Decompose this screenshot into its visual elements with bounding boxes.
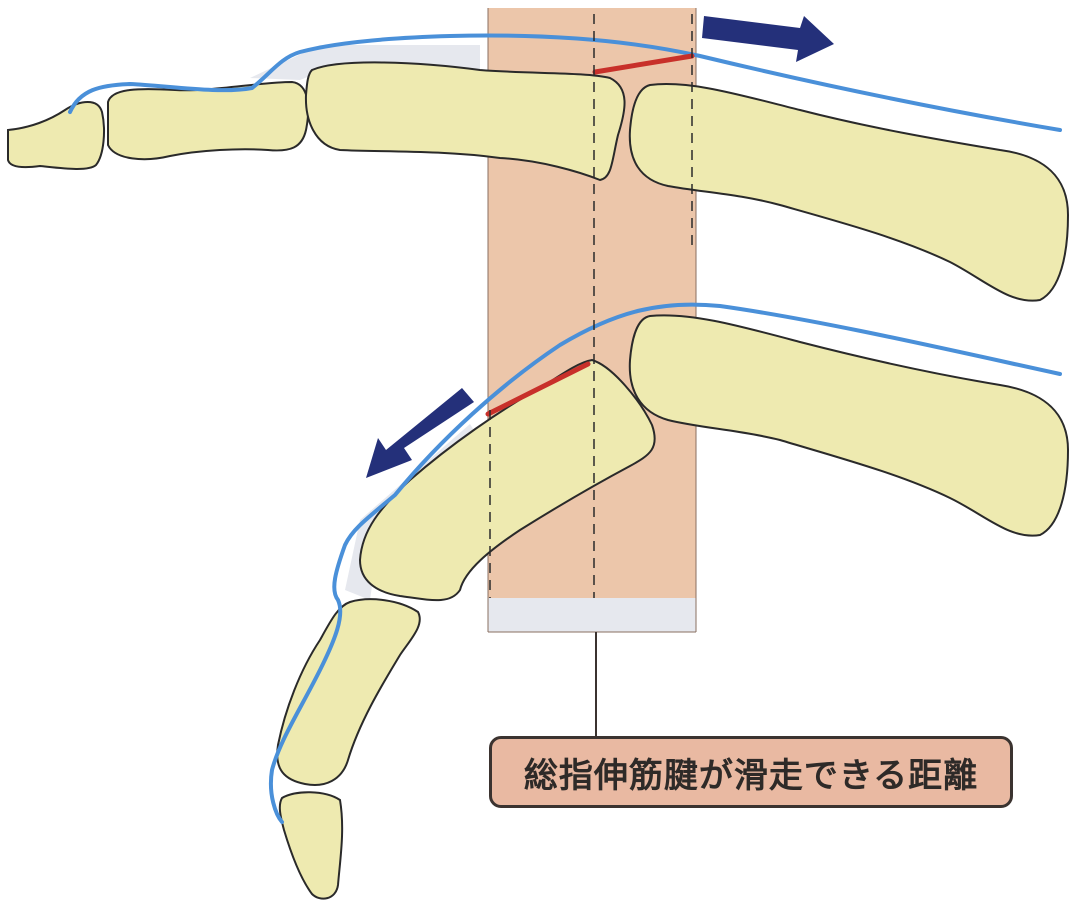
proximal-phalanx-top (306, 62, 625, 180)
middle-phalanx-top (108, 82, 308, 159)
caption-box: 総指伸筋腱が滑走できる距離 (489, 736, 1013, 808)
caption-text: 総指伸筋腱が滑走できる距離 (524, 748, 978, 797)
arrow-right-icon (702, 16, 834, 62)
middle-phalanx-bottom (277, 599, 420, 785)
distal-phalanx-bottom (280, 792, 342, 898)
distal-phalanx-top (8, 102, 104, 169)
